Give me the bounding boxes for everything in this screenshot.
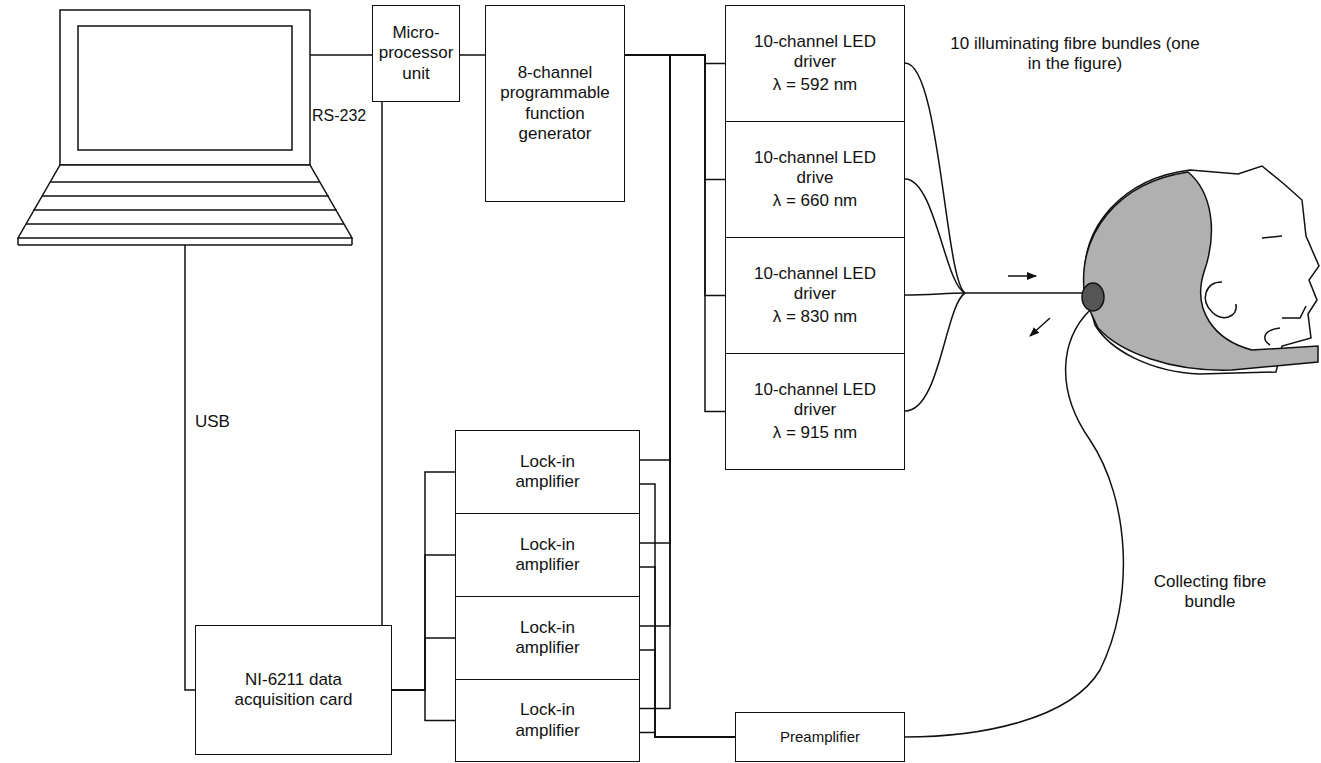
cable-wires: [185, 55, 372, 690]
fibre-bundles: [905, 63, 1123, 737]
generator-box: 8-channel programmable function generato…: [485, 5, 625, 202]
led-driver-box: 10-channel LED driverλ = 830 nm: [725, 237, 905, 354]
led-driver-box: 10-channel LED driveλ = 660 nm: [725, 121, 905, 238]
fibre-label: 10 illuminating fibre bundles (one in th…: [950, 34, 1200, 75]
box-title: 10-channel LED driver: [750, 32, 880, 73]
signal-wire: [381, 102, 383, 625]
led-driver-box: 10-channel LED driverλ = 592 nm: [725, 5, 905, 122]
signal-wire: [640, 733, 735, 738]
wavelength-text: λ = 592 nm: [773, 75, 858, 95]
box-title: NI-6211 data acquisition card: [219, 670, 369, 711]
box-title: Micro- processor unit: [374, 23, 458, 84]
signal-wire: [392, 690, 455, 721]
signal-wire: [392, 638, 455, 690]
box-title: Preamplifier: [780, 728, 860, 746]
signal-wire: [625, 55, 725, 412]
box-title: Lock-in amplifier: [493, 535, 603, 576]
lock-in-box: Lock-in amplifier: [455, 679, 640, 762]
signal-wire: [625, 55, 725, 180]
box-title: 8-channel programmable function generato…: [493, 63, 617, 145]
signal-wire: [625, 55, 725, 296]
signal-wire: [640, 650, 735, 737]
wavelength-text: λ = 660 nm: [773, 191, 858, 211]
interface-label: USB: [195, 412, 255, 432]
signal-wire: [392, 472, 455, 690]
preamplifier-box: Preamplifier: [735, 712, 905, 762]
lock-in-box: Lock-in amplifier: [455, 430, 640, 514]
wavelength-text: λ = 830 nm: [773, 307, 858, 327]
box-title: Lock-in amplifier: [493, 452, 603, 493]
laptop-illustration: [18, 10, 352, 245]
signal-wire: [460, 54, 485, 56]
lock-in-box: Lock-in amplifier: [455, 596, 640, 680]
box-title: 10-channel LED driver: [750, 264, 880, 305]
daq-card-box: NI-6211 data acquisition card: [195, 625, 392, 755]
head-illustration: [1082, 166, 1319, 374]
signal-wire: [392, 555, 455, 690]
box-title: Lock-in amplifier: [493, 618, 603, 659]
interface-label: RS-232: [312, 106, 382, 125]
signal-wire: [625, 55, 670, 460]
box-title: 10-channel LED drive: [750, 148, 880, 189]
box-title: Lock-in amplifier: [493, 700, 603, 741]
signal-wire: [625, 55, 725, 64]
wavelength-text: λ = 915 nm: [773, 423, 858, 443]
signal-wire: [640, 567, 735, 737]
lock-in-box: Lock-in amplifier: [455, 513, 640, 597]
signal-wire: [640, 484, 735, 737]
processor-box: Micro- processor unit: [372, 5, 460, 102]
box-title: 10-channel LED driver: [750, 380, 880, 421]
led-driver-box: 10-channel LED driverλ = 915 nm: [725, 353, 905, 470]
fibre-label: Collecting fibre bundle: [1140, 572, 1280, 613]
